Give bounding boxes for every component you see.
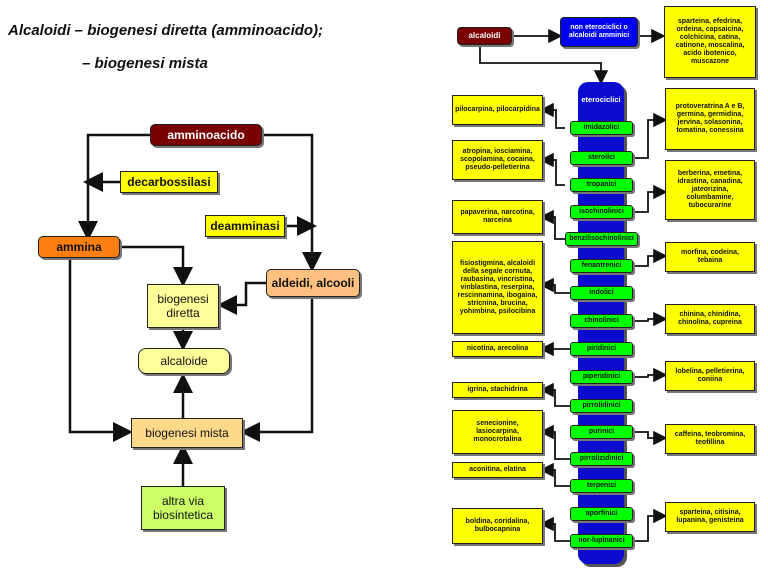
examples-nor-lupinanici-left: boldina, coridalina, bulbocapnina	[452, 508, 543, 544]
node-alcaloide: alcaloide	[138, 348, 230, 374]
class-steroilci: steroilci	[570, 151, 633, 165]
examples-indolici: fisiostigmina, alcaloidi della segale co…	[452, 241, 543, 334]
class-piridinici: piridinici	[570, 342, 633, 356]
examples-steroilci: protoveratrina A e B, germina, germidina…	[665, 88, 755, 150]
node-decarbossilasi: decarbossilasi	[120, 171, 218, 193]
diagram-title-line1: Alcaloidi – biogenesi diretta (amminoaci…	[8, 22, 324, 39]
node-altra-via-biosintetica: altra via biosintetica	[141, 486, 225, 530]
examples-nor-lupinanici: sparteina, citisina, lupanina, genistein…	[665, 502, 755, 532]
node-biogenesi-mista: biogenesi mista	[131, 418, 243, 448]
class-isochinolinici: isochinolinici	[570, 205, 633, 219]
node-biogenesi-diretta: biogenesi diretta	[147, 284, 219, 328]
class-purinici: purinici	[570, 425, 633, 439]
class-pirrolidinici: pirrolidinici	[570, 399, 633, 413]
examples-pirrolidinici: igrina, stachidrina	[452, 382, 543, 398]
examples-piridinici: nicotina, arecolina	[452, 341, 543, 357]
class-fenantrenici: fenantrenici	[570, 259, 633, 273]
class-chinolinici: chinolinici	[570, 314, 633, 328]
examples-terpenici: aconitina, elatina	[452, 462, 543, 478]
class-pirrolizidinici: pirrolizidinici	[570, 452, 633, 466]
examples-pirrolizidinici: senecionine, lasiocarpina, monocrotalina	[452, 410, 543, 454]
diagram-title-line2: – biogenesi mista	[82, 55, 208, 72]
class-piperidinici: piperidinici	[570, 370, 633, 384]
node-deamminasi: deamminasi	[205, 215, 285, 237]
examples-purinici: caffeina, teobromina, teofillina	[665, 424, 755, 454]
examples-non-eterociclici: sparteina, efedrina, ordeina, capsaicina…	[664, 6, 756, 78]
class-aporfinici: aporfinici	[570, 507, 633, 521]
examples-tropanici: atropina, iosciamina, scopolamina, cocai…	[452, 140, 543, 180]
node-amminoacido: amminoacido	[150, 124, 262, 146]
node-aldeidi-alcooli: aldeidi, alcooli	[266, 269, 360, 297]
class-nor-lupinanici: nor-lupinanici	[570, 534, 633, 548]
examples-imidazolici: pilocarpina, pilocarpidina	[452, 95, 543, 125]
label-eterociclici: eterociclici	[581, 95, 621, 104]
class-terpenici: terpenici	[570, 479, 633, 493]
examples-piperidinici: lobelina, pelletierina, coniina	[665, 361, 755, 391]
examples-benzilisochinolinici: papaverina, narcotina, narceina	[452, 200, 543, 234]
class-benzilisochinolinici: benzilisochinolinici	[565, 232, 638, 246]
node-alcaloidi: alcaloidi	[457, 27, 512, 45]
class-tropanici: tropanici	[570, 178, 633, 192]
examples-isochinolinici: berberina, emetina, idrastina, canadina,…	[665, 160, 755, 220]
class-imidazolici: imidazolici	[570, 121, 633, 135]
examples-fenantrenici: morfina, codeina, tebaina	[665, 242, 755, 272]
class-indolici: indolici	[570, 286, 633, 300]
examples-chinolinici: chinina, chinidina, chinolina, cupreina	[665, 304, 755, 334]
node-non-eterociclici: non eterociclici o alcaloidi amminici	[560, 17, 638, 47]
node-ammina: ammina	[38, 236, 120, 258]
